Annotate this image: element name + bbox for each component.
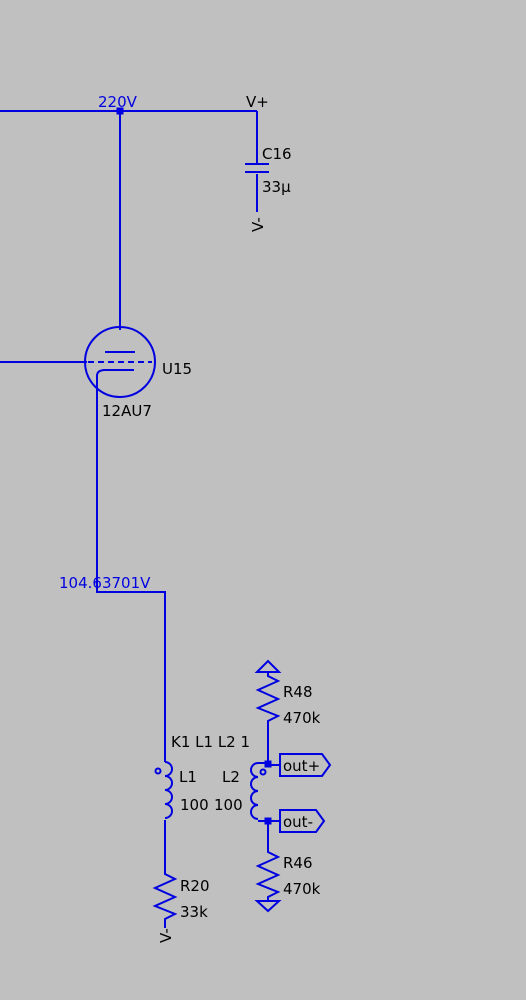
port-out-minus-label: out- [283, 813, 313, 831]
outminus-to-r46-wire [267, 820, 280, 850]
r20-value-label: 33k [180, 903, 208, 921]
triode-u15[interactable] [84, 326, 156, 398]
port-out-plus-label: out+ [283, 757, 320, 775]
resistor-zigzag [255, 850, 281, 901]
polarity-dot [154, 767, 162, 775]
u15-value-label: 12AU7 [102, 402, 152, 420]
l2-value-label: 100 [214, 796, 243, 814]
cathode-node-voltage-label: 104.63701V [59, 574, 151, 592]
vminus-net-label-c16: V- [249, 217, 267, 232]
c16-value-label: 33µ [262, 178, 291, 196]
r20-ref-label: R20 [180, 877, 210, 895]
ground-symbol [254, 900, 282, 913]
junction-dot [116, 107, 124, 115]
polarity-dot [259, 768, 267, 776]
resistor-r46[interactable] [254, 850, 282, 913]
l1-ref-label: L1 [179, 768, 197, 786]
capacitor-c16[interactable] [245, 163, 269, 173]
resistor-r20[interactable] [152, 870, 178, 920]
u15-ref-label: U15 [162, 360, 192, 378]
wires [0, 110, 280, 928]
coupling-directive-label: K1 L1 L2 1 [171, 733, 250, 751]
port-out-plus[interactable]: out+ [279, 753, 332, 777]
r48-to-outplus-wire [267, 725, 280, 766]
inductor-coil [164, 761, 173, 819]
ground-symbol [254, 659, 282, 673]
port-out-minus[interactable]: out- [279, 809, 326, 833]
r48-value-label: 470k [283, 709, 321, 727]
vplus-net-label: V+ [246, 93, 269, 111]
l1-value-label: 100 [180, 796, 209, 814]
tube-cathode [96, 369, 134, 377]
inductor-l2[interactable] [250, 762, 267, 820]
junction-dot [264, 817, 272, 825]
port-flag [279, 753, 332, 777]
r46-value-label: 470k [283, 880, 321, 898]
resistor-zigzag [152, 870, 178, 920]
r46-ref-label: R46 [283, 854, 313, 872]
top-rail-voltage-label: 220V [98, 93, 138, 111]
inductor-l1[interactable] [154, 761, 173, 819]
r48-ref-label: R48 [283, 683, 313, 701]
port-flag [279, 809, 326, 833]
l2-ref-label: L2 [222, 768, 240, 786]
tube-envelope [84, 326, 156, 398]
c16-ref-label: C16 [262, 145, 292, 163]
vminus-net-label-r20: V- [157, 928, 175, 943]
junction-dot [264, 760, 272, 768]
cathode-wire [96, 376, 166, 762]
inductor-coil [250, 762, 259, 820]
resistor-zigzag [255, 672, 281, 725]
resistor-r48[interactable] [254, 659, 282, 725]
